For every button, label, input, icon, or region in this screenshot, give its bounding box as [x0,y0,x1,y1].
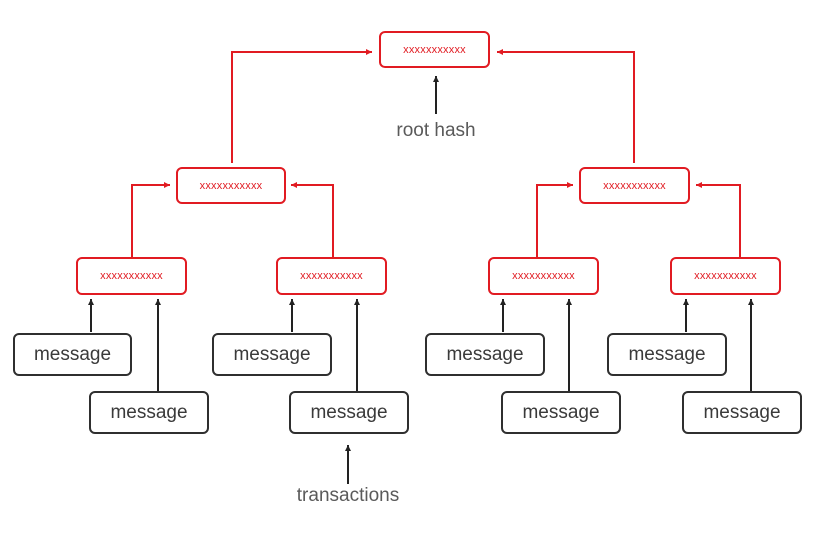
edge-leaf4-to-right-hash [696,182,741,258]
message-node-2: message [89,391,209,434]
message-node-6: message [501,391,621,434]
leaf-hash-node-1: xxxxxxxxxxx [76,257,187,295]
message-node-7: message [607,333,727,376]
right-intermediate-hash-node: xxxxxxxxxxx [579,167,690,204]
left-intermediate-hash-node: xxxxxxxxxxx [176,167,286,204]
root-hash-caption: root hash [396,120,476,141]
root-hash-node: xxxxxxxxxxx [379,31,490,68]
edge-leaf2-to-left-hash [291,182,334,258]
edge-leaf1-to-left-hash [131,182,170,258]
message-node-5: message [425,333,545,376]
leaf-hash-node-3: xxxxxxxxxxx [488,257,599,295]
message-node-3: message [212,333,332,376]
message-node-8: message [682,391,802,434]
message-node-4: message [289,391,409,434]
edge-right-hash-to-root [497,49,635,163]
leaf-hash-node-2: xxxxxxxxxxx [276,257,387,295]
edge-left-hash-to-root [231,49,372,163]
edge-leaf3-to-right-hash [536,182,573,258]
leaf-hash-node-4: xxxxxxxxxxx [670,257,781,295]
message-node-1: message [13,333,132,376]
transactions-caption: transactions [296,485,400,506]
